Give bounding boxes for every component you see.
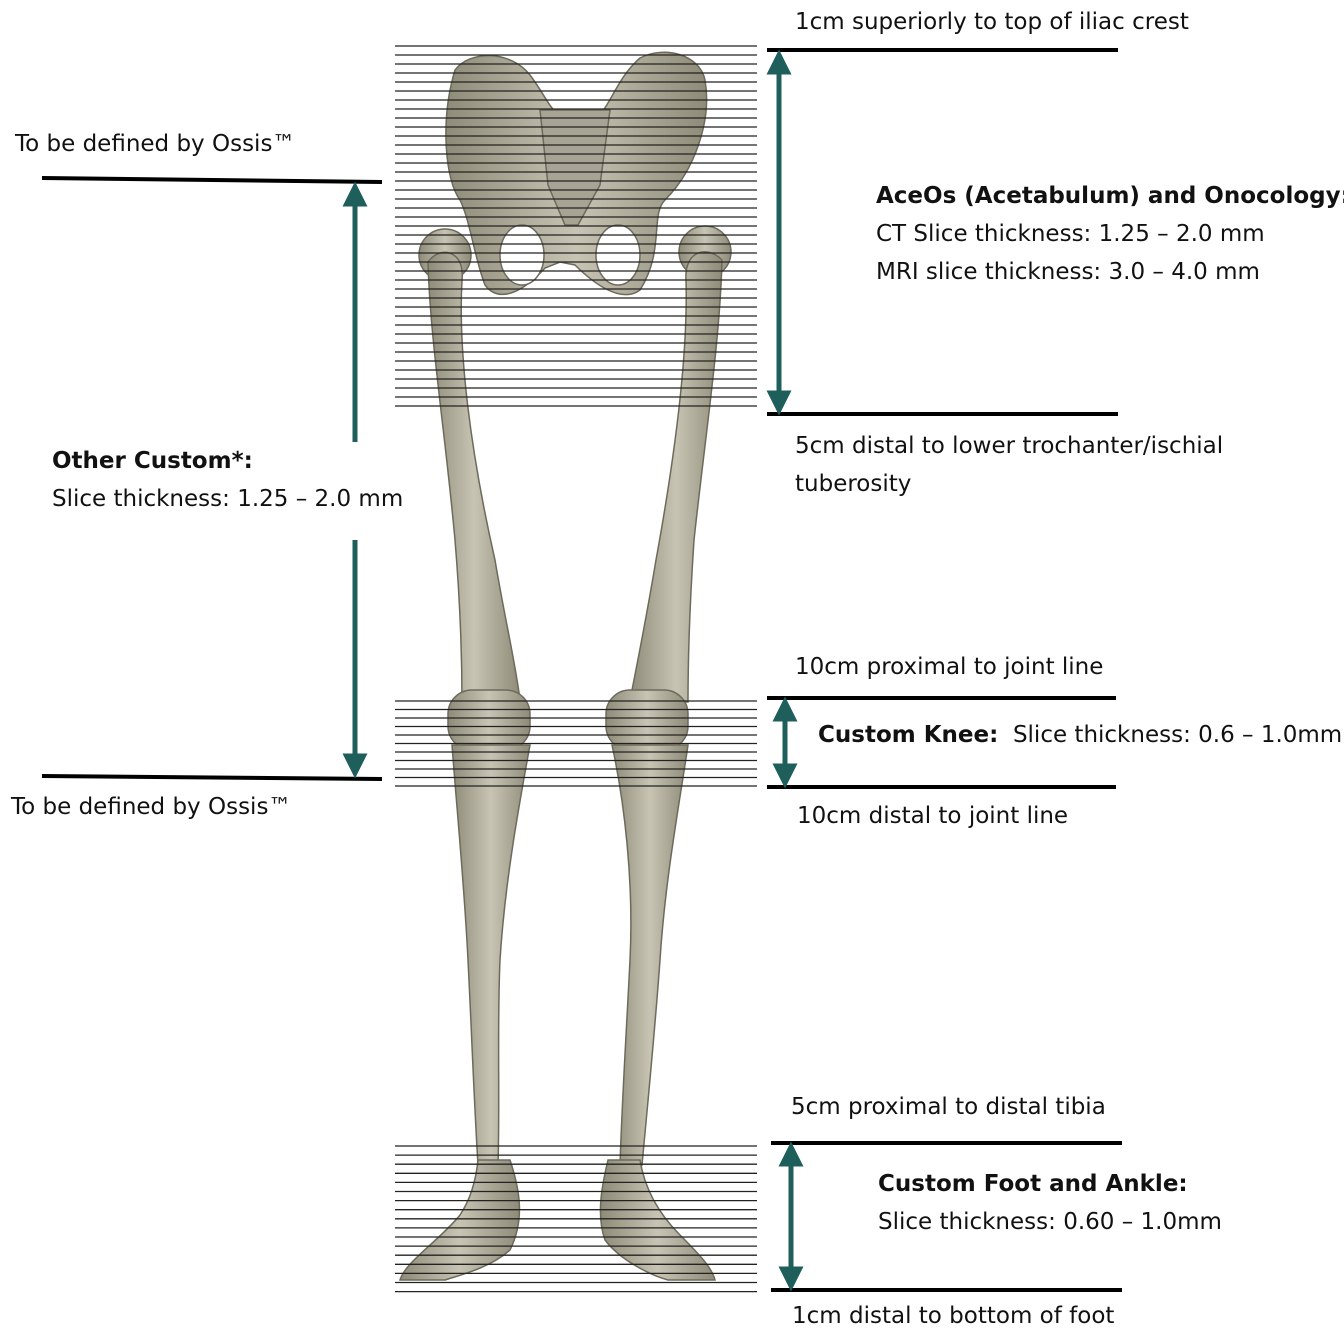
other-custom-thickness: Slice thickness: 1.25 – 2.0 mm [52,480,403,518]
other-custom-title: Other Custom*: [52,442,403,480]
label-defined-by-ossis-top: To be defined by Ossis™ [15,130,295,158]
right-knee [606,690,688,750]
left-knee [448,690,530,750]
aceos-ct-thickness: CT Slice thickness: 1.25 – 2.0 mm [876,215,1344,253]
right-foot [600,1160,715,1280]
foot-title: Custom Foot and Ankle: [878,1165,1222,1203]
skeleton-lower-body-illustration [400,52,731,1280]
rule-other-top [42,178,382,182]
knee-title: Custom Knee: [818,722,998,748]
rule-other-bottom [42,776,382,779]
label-foot-distal: 1cm distal to bottom of foot [792,1302,1114,1330]
label-defined-by-ossis-bottom: To be defined by Ossis™ [11,793,291,821]
label-knee-proximal: 10cm proximal to joint line [795,653,1103,681]
left-femur [428,252,520,702]
aceos-block: AceOs (Acetabulum) and Onocology: CT Sli… [876,177,1344,291]
aceos-title: AceOs (Acetabulum) and Onocology: [876,177,1344,215]
left-tibia [452,745,530,1165]
trochanter-line-2: tuberosity [795,465,1223,503]
other-custom-block: Other Custom*: Slice thickness: 1.25 – 2… [52,442,403,518]
label-foot-proximal: 5cm proximal to distal tibia [791,1093,1106,1121]
trochanter-label: 5cm distal to lower trochanter/ischial t… [795,427,1223,503]
foot-block: Custom Foot and Ankle: Slice thickness: … [878,1165,1222,1241]
knee-thickness: Slice thickness: 0.6 – 1.0mm [1013,722,1342,748]
knee-block: Custom Knee: Slice thickness: 0.6 – 1.0m… [818,721,1342,749]
label-knee-distal: 10cm distal to joint line [797,802,1068,830]
label-iliac-crest: 1cm superiorly to top of iliac crest [795,8,1189,36]
aceos-mri-thickness: MRI slice thickness: 3.0 – 4.0 mm [876,253,1344,291]
right-femur [630,252,722,702]
right-tibia [612,745,688,1165]
trochanter-line-1: 5cm distal to lower trochanter/ischial [795,427,1223,465]
left-foot [400,1160,519,1280]
foot-thickness: Slice thickness: 0.60 – 1.0mm [878,1203,1222,1241]
